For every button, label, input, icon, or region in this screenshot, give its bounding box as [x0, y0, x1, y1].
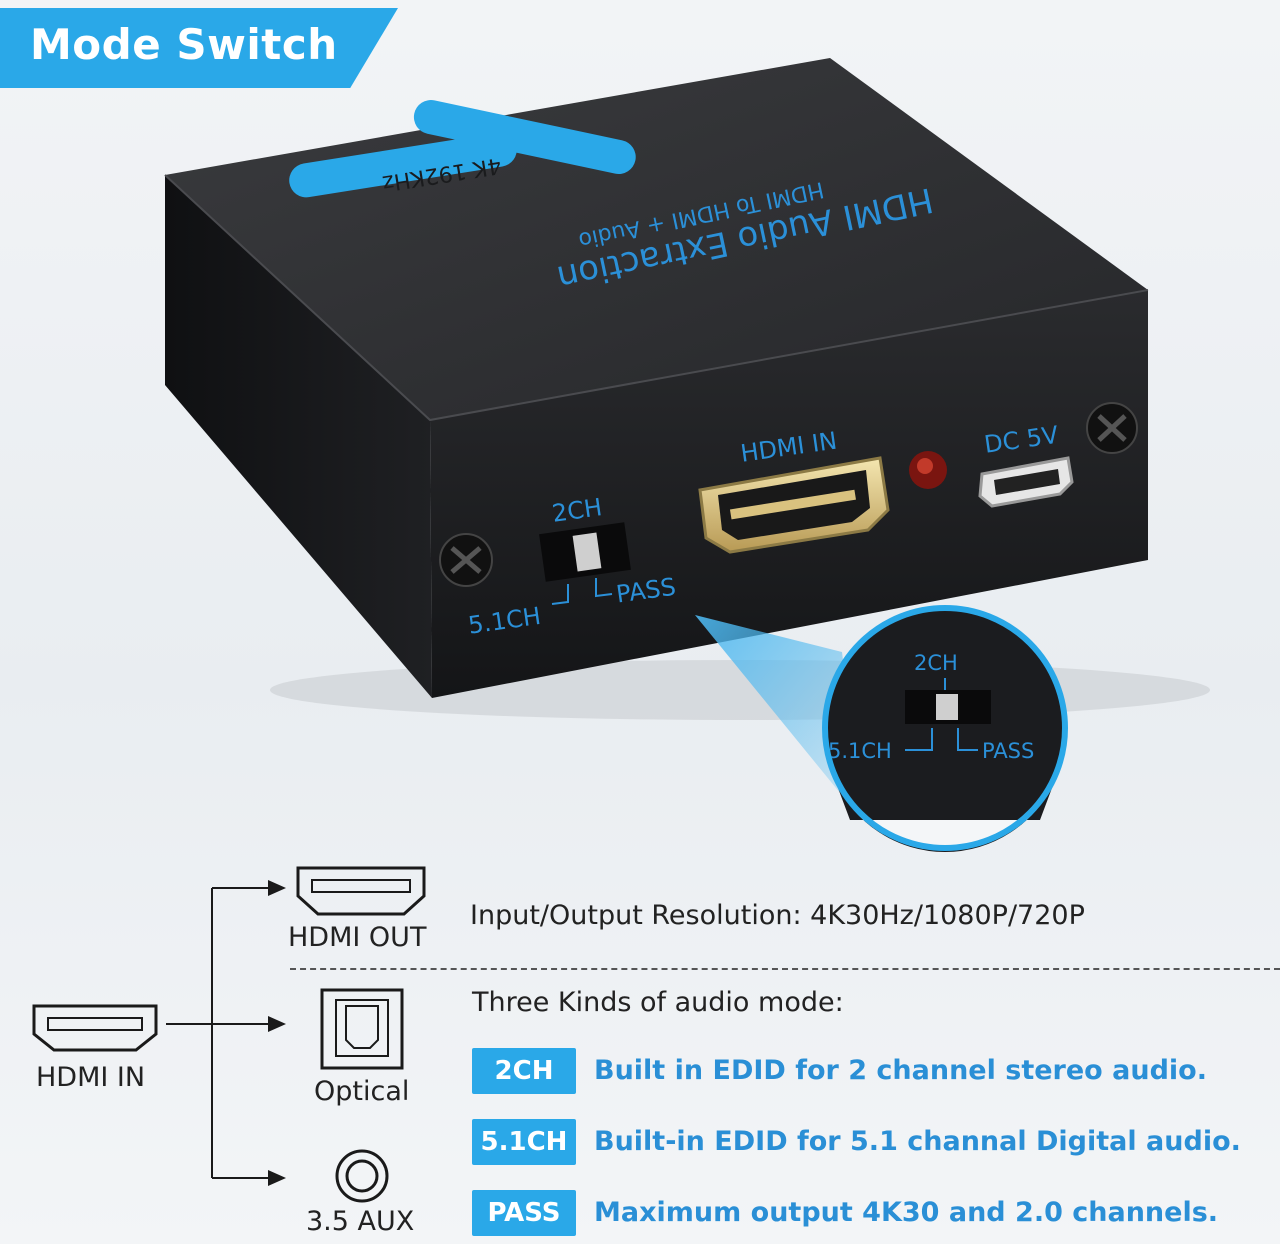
dashed-divider [290, 968, 1280, 970]
aux-label: 3.5 AUX [306, 1206, 415, 1237]
top-badge [413, 100, 636, 174]
hdmi-out-label: HDMI OUT [288, 922, 427, 953]
switch-label-2ch: 2CH [550, 493, 603, 528]
zoom-label-pass: PASS [982, 739, 1034, 763]
zoom-label-51ch: 5.1CH [828, 739, 892, 763]
optical-port-icon [320, 988, 404, 1070]
mode-description: Maximum output 4K30 and 2.0 channels. [594, 1197, 1219, 1228]
mode-description: Built-in EDID for 5.1 channal Digital au… [594, 1126, 1241, 1157]
mode-badge: PASS [472, 1190, 576, 1236]
aux-jack-icon [335, 1149, 389, 1203]
top-badge-pill [289, 132, 517, 198]
switch-zoom-callout: 2CH 5.1CH PASS [822, 605, 1068, 853]
hdmi-port-icon [296, 866, 426, 916]
device-left-side [165, 175, 432, 698]
resolution-spec: Input/Output Resolution: 4K30Hz/1080P/72… [470, 900, 1085, 931]
device-illustration: HDMI Audio Extraction HDMI To HDMI + Aud… [164, 58, 1210, 853]
mode-description: Built in EDID for 2 channel stereo audio… [594, 1055, 1207, 1086]
screw-right-icon [1086, 402, 1138, 454]
connection-diagram [32, 866, 426, 1203]
mode-badge: 5.1CH [472, 1119, 576, 1165]
mode-switch-banner [0, 8, 398, 88]
audio-modes-title: Three Kinds of audio mode: [472, 987, 844, 1018]
screw-left-icon [439, 533, 493, 587]
hdmi-in-label: HDMI IN [36, 1062, 146, 1093]
connector-lines [166, 887, 272, 1179]
mode-badge: 2CH [472, 1048, 576, 1094]
zoom-callout-beam [695, 615, 862, 820]
zoom-label-2ch: 2CH [914, 651, 958, 675]
hdmi-in-icon [32, 1004, 158, 1052]
optical-label: Optical [314, 1076, 410, 1107]
banner-title: Mode Switch [30, 20, 338, 69]
